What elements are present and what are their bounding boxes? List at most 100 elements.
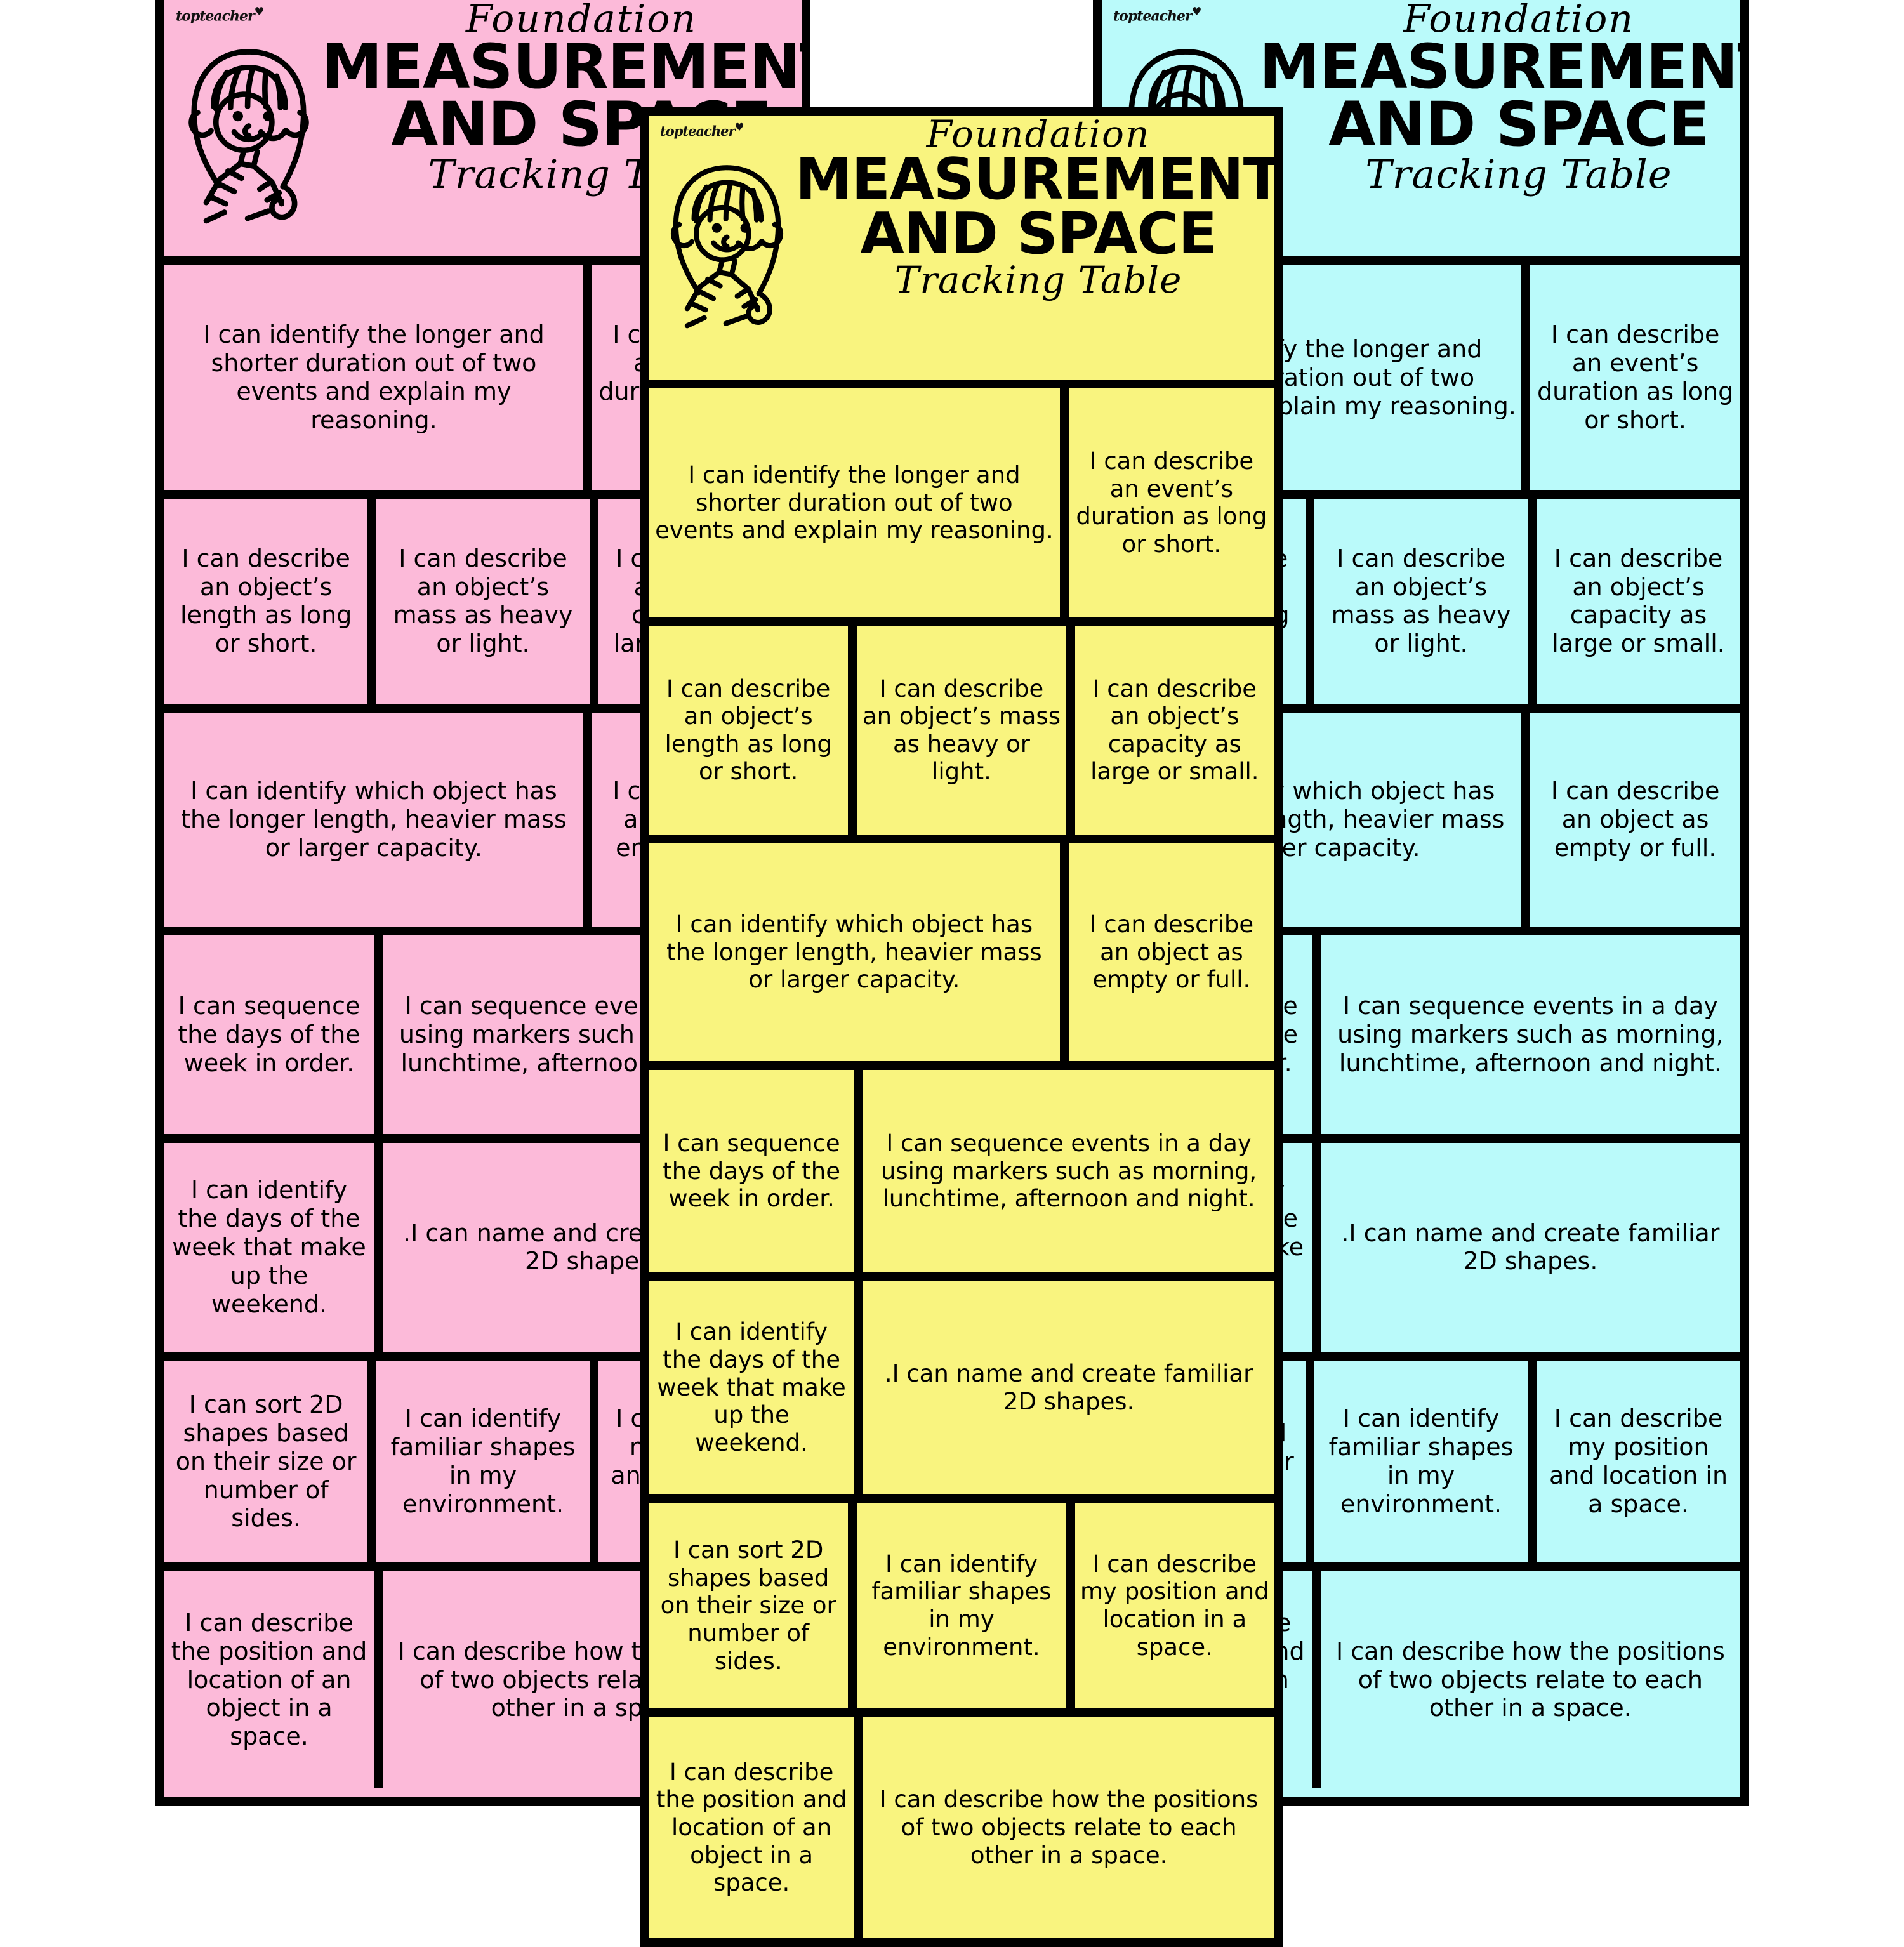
tracking-statement-cell[interactable]: I can identify familiar shapes in my env… bbox=[848, 1503, 1066, 1708]
statement-text: I can describe how the positions of two … bbox=[1335, 1637, 1725, 1722]
statement-text: I can describe how the positions of two … bbox=[879, 1786, 1259, 1869]
table-row: I can sequence the days of the week in o… bbox=[649, 1061, 1274, 1272]
heart-icon: ♥ bbox=[734, 121, 744, 133]
statement-text: I can describe an object’s mass as heavy… bbox=[393, 544, 573, 658]
statement-text: I can describe an object’s mass as heavy… bbox=[863, 675, 1061, 786]
tracking-statement-cell[interactable]: I can describe the position and location… bbox=[164, 1571, 374, 1788]
tracking-statement-cell[interactable]: I can describe how the positions of two … bbox=[1311, 1571, 1740, 1788]
table-row: I can identify the longer and shorter du… bbox=[649, 388, 1274, 617]
statement-text: I can identify the longer and shorter du… bbox=[203, 320, 545, 434]
tracking-statement-cell[interactable]: I can describe my position and location … bbox=[1528, 1361, 1740, 1562]
tracking-statement-cell[interactable]: I can describe an event’s duration as lo… bbox=[1521, 265, 1740, 491]
table-row: I can describe the position and location… bbox=[164, 1562, 802, 1788]
statement-text: I can describe the position and location… bbox=[171, 1608, 367, 1751]
statement-text: I can describe an event’s duration as lo… bbox=[1076, 447, 1267, 558]
tracking-statement-cell[interactable]: I can describe my position and location … bbox=[1066, 1503, 1274, 1708]
statement-text: I can describe an object as empty or ful… bbox=[1089, 911, 1254, 994]
title-line-1: MEASUREMENT bbox=[322, 31, 802, 102]
tracking-statement-cell[interactable]: I can sort 2D shapes based on their size… bbox=[649, 1503, 848, 1708]
tracking-statement-cell[interactable]: .I can name and create familiar 2D shape… bbox=[1311, 1142, 1740, 1352]
level-label: Foundation bbox=[1403, 0, 1634, 41]
statement-text: I can identify which object has the long… bbox=[666, 911, 1042, 994]
statement-text: I can identify the days of the week that… bbox=[657, 1318, 846, 1456]
statement-text: I can identify familiar shapes in my env… bbox=[390, 1404, 576, 1518]
statement-text: .I can name and create familiar 2D shape… bbox=[884, 1359, 1253, 1415]
statement-text: I can identify the days of the week that… bbox=[172, 1176, 366, 1318]
topteacher-logo: topteacher♥ bbox=[1113, 5, 1201, 24]
subtitle-label: Tracking Table bbox=[1365, 151, 1672, 198]
tracking-statement-cell[interactable]: I can identify familiar shapes in my env… bbox=[1305, 1361, 1528, 1562]
level-label: Foundation bbox=[926, 116, 1151, 155]
heart-icon: ♥ bbox=[254, 5, 265, 18]
tracking-statement-cell[interactable]: I can sequence the days of the week in o… bbox=[649, 1070, 854, 1272]
statement-text: I can identify which object has the long… bbox=[181, 777, 567, 862]
statement-text: I can sequence events in a day using mar… bbox=[1337, 991, 1724, 1077]
title-line-2: AND SPACE bbox=[1328, 89, 1710, 161]
yellow-tracking-table-card[interactable]: topteacher♥ bbox=[640, 107, 1283, 1947]
card-header: topteacher♥ bbox=[1102, 0, 1740, 265]
table-row: I can identify the days of the week that… bbox=[649, 1272, 1274, 1495]
title-line-1: MEASUREMENT bbox=[795, 146, 1274, 213]
tracking-statement-cell[interactable]: I can sequence the days of the week in o… bbox=[164, 935, 374, 1134]
statement-text: I can describe an object’s length as lon… bbox=[180, 544, 352, 658]
statement-text: I can describe an object’s capacity as l… bbox=[1552, 544, 1725, 658]
girl-with-magnifying-glass-illustration bbox=[164, 0, 322, 227]
statement-text: I can identify familiar shapes in my env… bbox=[1328, 1404, 1514, 1518]
tracking-statement-cell[interactable]: I can identify the longer and shorter du… bbox=[649, 388, 1060, 617]
tracking-statement-cell[interactable]: I can describe an object as empty or ful… bbox=[1521, 712, 1740, 927]
table-row: I can describe an object’s length as lon… bbox=[649, 617, 1274, 835]
tracking-statement-cell[interactable]: I can describe an object’s mass as heavy… bbox=[848, 626, 1066, 835]
tracking-table: I can identify the longer and shorter du… bbox=[649, 388, 1274, 1938]
statement-text: I can identify familiar shapes in my env… bbox=[871, 1550, 1052, 1661]
statement-text: I can describe my position and location … bbox=[1549, 1404, 1728, 1518]
tracking-statement-cell[interactable]: I can describe an event’s duration as lo… bbox=[1059, 388, 1274, 617]
girl-with-magnifying-glass-illustration bbox=[649, 116, 795, 333]
statement-text: I can describe an object’s mass as heavy… bbox=[1331, 544, 1511, 658]
statement-text: .I can name and create familiar 2D shape… bbox=[1341, 1218, 1720, 1276]
statement-text: I can describe the position and location… bbox=[656, 1758, 847, 1897]
tracking-statement-cell[interactable]: I can identify the longer and shorter du… bbox=[164, 265, 583, 490]
title-line-2: AND SPACE bbox=[860, 200, 1217, 267]
statement-text: I can describe an object as empty or ful… bbox=[1550, 777, 1720, 862]
tracking-statement-cell[interactable]: I can describe the position and location… bbox=[649, 1717, 854, 1938]
logo-text: topteacher bbox=[176, 8, 255, 25]
table-row: I can describe the position and location… bbox=[649, 1708, 1274, 1938]
topteacher-logo: topteacher♥ bbox=[660, 121, 744, 139]
tracking-statement-cell[interactable]: I can identify which object has the long… bbox=[164, 713, 583, 927]
tracking-statement-cell[interactable]: I can describe an object’s capacity as l… bbox=[1528, 499, 1740, 704]
tracking-statement-cell[interactable]: I can describe an object’s mass as heavy… bbox=[1305, 499, 1528, 704]
tracking-statement-cell[interactable]: I can identify the days of the week that… bbox=[649, 1281, 854, 1495]
tracking-statement-cell[interactable]: I can describe how the positions of two … bbox=[854, 1717, 1274, 1938]
statement-text: I can describe an object’s length as lon… bbox=[664, 675, 832, 786]
header-titles: Foundation MEASUREMENT AND SPACE Trackin… bbox=[795, 116, 1274, 300]
statement-text: I can sort 2D shapes based on their size… bbox=[175, 1390, 357, 1533]
heart-icon: ♥ bbox=[1191, 5, 1202, 18]
table-row: I can sort 2D shapes based on their size… bbox=[649, 1494, 1274, 1708]
statement-text: I can sort 2D shapes based on their size… bbox=[660, 1536, 836, 1675]
logo-text: topteacher bbox=[660, 123, 736, 139]
statement-text: I can describe an object’s capacity as l… bbox=[1090, 675, 1259, 786]
tracking-statement-cell[interactable]: I can describe an object’s length as lon… bbox=[649, 626, 848, 835]
tracking-statement-cell[interactable]: I can identify which object has the long… bbox=[649, 843, 1060, 1061]
title-line-1: MEASUREMENT bbox=[1259, 31, 1740, 102]
statement-text: I can describe an event’s duration as lo… bbox=[1537, 320, 1734, 434]
tracking-statement-cell[interactable]: I can identify the days of the week that… bbox=[164, 1143, 374, 1352]
topteacher-logo: topteacher♥ bbox=[176, 5, 265, 25]
statement-text: I can identify the longer and shorter du… bbox=[655, 461, 1054, 544]
tracking-statement-cell[interactable]: I can describe an object as empty or ful… bbox=[1059, 843, 1274, 1062]
tracking-statement-cell[interactable]: I can sequence events in a day using mar… bbox=[1311, 935, 1740, 1134]
tracking-statement-cell[interactable]: I can sort 2D shapes based on their size… bbox=[164, 1361, 367, 1562]
tracking-statement-cell[interactable]: I can describe an object’s length as lon… bbox=[164, 499, 367, 703]
tracking-statement-cell[interactable]: I can describe an object’s capacity as l… bbox=[1066, 626, 1274, 835]
logo-text: topteacher bbox=[1113, 8, 1193, 25]
tracking-statement-cell[interactable]: I can identify familiar shapes in my env… bbox=[367, 1361, 589, 1562]
tracking-statement-cell[interactable]: .I can name and create familiar 2D shape… bbox=[854, 1281, 1274, 1495]
statement-text: I can sequence the days of the week in o… bbox=[178, 991, 360, 1077]
tracking-statement-cell[interactable]: I can sequence events in a day using mar… bbox=[854, 1070, 1274, 1272]
tracking-statement-cell[interactable]: I can describe an object’s mass as heavy… bbox=[367, 499, 589, 704]
statement-text: I can sequence events in a day using mar… bbox=[880, 1129, 1257, 1213]
header-titles: Foundation MEASUREMENT AND SPACE Trackin… bbox=[1259, 0, 1740, 195]
statement-text: I can describe my position and location … bbox=[1080, 1550, 1269, 1661]
table-row: I can identify which object has the long… bbox=[649, 834, 1274, 1062]
level-label: Foundation bbox=[465, 0, 697, 41]
